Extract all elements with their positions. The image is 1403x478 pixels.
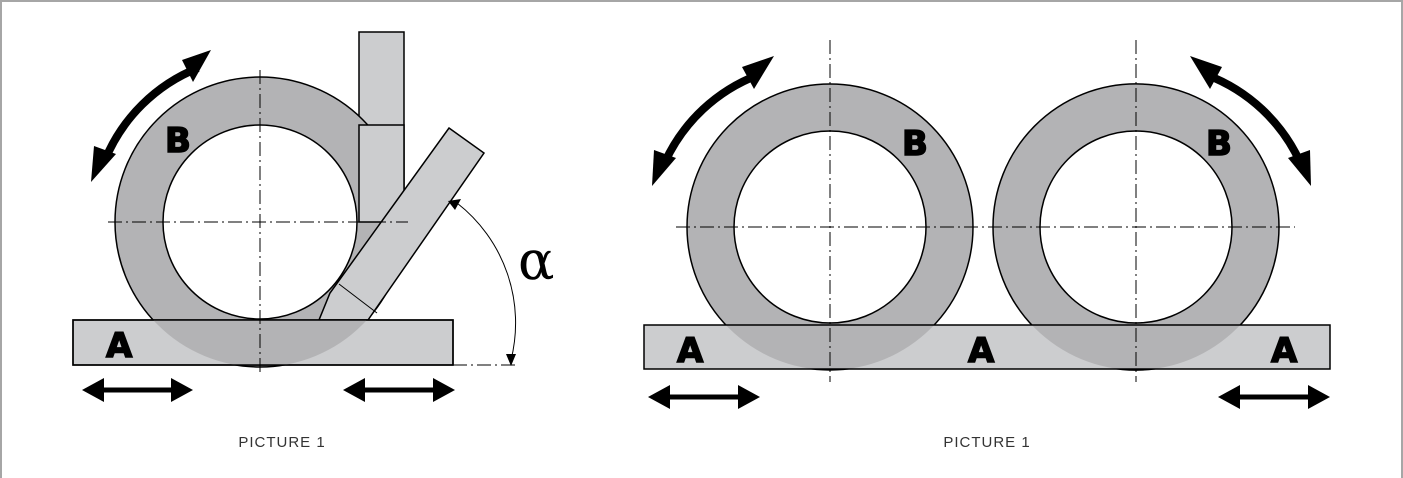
- rotation-arrow-right-1-shaft: [661, 71, 760, 164]
- label-a-right-left: A: [677, 331, 704, 371]
- angle-arrow-top: [448, 199, 461, 210]
- double-arrow-right-right: [1218, 385, 1330, 409]
- angle-arrow-bottom: [506, 354, 516, 366]
- angle-label: α: [518, 229, 554, 292]
- label-a-right-right: A: [1271, 331, 1298, 371]
- rotation-arrow-shaft: [101, 64, 200, 162]
- label-b-right-1: B: [902, 124, 928, 164]
- label-b-right-2: B: [1206, 124, 1232, 164]
- left-figure: B A α PICTURE 1: [72, 31, 554, 451]
- double-arrow-right-left: [648, 385, 760, 409]
- rotation-arrow-head-top: [182, 50, 211, 82]
- rotation-arrow-head-bottom: [91, 146, 116, 182]
- double-arrow-left: [82, 378, 193, 402]
- inclined-plate-edge: [338, 283, 378, 314]
- rotation-arrow-right-2-head-top: [1190, 56, 1222, 89]
- rotation-arrow-right-2-head-bottom: [1288, 150, 1311, 186]
- double-arrow-right: [343, 378, 455, 402]
- label-a-right-middle: A: [968, 331, 995, 371]
- caption-left: PICTURE 1: [238, 434, 325, 451]
- rotation-arrow-right-2-shaft: [1205, 71, 1304, 164]
- bar-a-right-outline: [643, 324, 1331, 370]
- rotation-arrow-right-1-head-bottom: [652, 150, 676, 186]
- right-figure: B B A A A PICTURE 1: [643, 40, 1331, 451]
- bar-a-outline: [72, 319, 454, 366]
- rotation-arrow-right-1-head-top: [742, 56, 774, 89]
- caption-right: PICTURE 1: [943, 434, 1030, 451]
- label-a-left: A: [106, 326, 133, 366]
- label-b-left: B: [165, 121, 191, 161]
- angle-arc: [456, 202, 517, 361]
